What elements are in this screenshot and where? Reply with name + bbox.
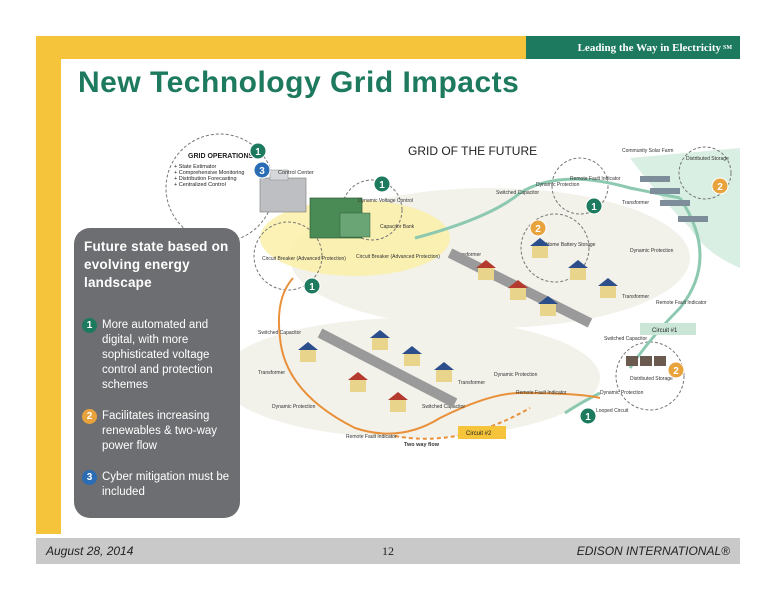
grid-operations-item-2: + Comprehensive Monitoring bbox=[174, 170, 244, 176]
dynamic-protection-top-label: Dynamic Protection bbox=[536, 182, 580, 188]
tagline-text: Leading the Way in Electricity bbox=[577, 41, 721, 54]
badge-2-home-battery: 2 bbox=[529, 219, 547, 237]
gold-accent-bar-top bbox=[36, 36, 526, 59]
distributed-storage-right-label: Distributed Storage bbox=[630, 376, 673, 382]
dynamic-protection-left-label: Dynamic Protection bbox=[272, 404, 316, 410]
bullet-number-1-badge: 1 bbox=[82, 318, 97, 333]
houses-bottom-cluster bbox=[298, 330, 454, 412]
transformer-top-right-label: Transformer bbox=[622, 200, 649, 206]
badge-1-fault-text: 1 bbox=[591, 202, 597, 213]
footer-brand: EDISON INTERNATIONAL® bbox=[576, 544, 730, 558]
callout-bullet-3: 3 Cyber mitigation must be included bbox=[82, 470, 230, 500]
badge-1-grid-ops-text: 1 bbox=[255, 147, 261, 158]
circuit-2-box bbox=[458, 426, 506, 439]
looped-circuit-label: Looped Circuit bbox=[596, 408, 629, 414]
capacitor-bank-label: Capacitor Bank bbox=[380, 224, 415, 230]
dynamic-protection-right-label: Dynamic Protection bbox=[600, 390, 644, 396]
substation-block-2 bbox=[339, 212, 371, 238]
callout-bullet-2: 2 Facilitates increasing renewables & tw… bbox=[82, 409, 230, 454]
control-center-building-tower bbox=[269, 169, 289, 181]
bullet-number-3-badge: 3 bbox=[82, 470, 97, 485]
fault-indicator-zoom-circle bbox=[551, 157, 609, 215]
switched-capacitor-top-label: Switched Capacitor bbox=[496, 190, 539, 196]
badge-1-breaker: 1 bbox=[303, 277, 321, 295]
green-distribution-line-right bbox=[628, 197, 702, 369]
control-center-building bbox=[259, 177, 307, 213]
green-distribution-line bbox=[414, 177, 681, 240]
slide-title: New Technology Grid Impacts bbox=[78, 66, 520, 99]
footer-date: August 28, 2014 bbox=[46, 544, 134, 558]
dynamic-protection-bottom-label: Dynamic Protection bbox=[494, 372, 538, 378]
badge-2-right-storage: 2 bbox=[667, 361, 685, 379]
distributed-storage-zoom-circle bbox=[678, 146, 732, 200]
grid-operations-item-1: + State Estimator bbox=[174, 164, 217, 170]
badge-1-voltage: 1 bbox=[373, 175, 391, 193]
storage-right-zoom-circle bbox=[615, 341, 685, 411]
footer-bar: August 28, 2014 12 EDISON INTERNATIONAL® bbox=[36, 538, 740, 564]
badge-3-grid-ops-text: 3 bbox=[259, 166, 265, 177]
orange-circuit-line bbox=[277, 277, 601, 435]
road-bottom bbox=[317, 328, 458, 408]
switched-capacitor-bottom-label: Switched Capacitor bbox=[422, 404, 465, 410]
transformer-right-label: Transformer bbox=[622, 294, 649, 300]
circuit-1-label: Circuit #1 bbox=[652, 328, 678, 334]
grid-operations-item-4: + Centralized Control bbox=[174, 182, 226, 188]
badge-2-solar-storage-text: 2 bbox=[717, 182, 723, 193]
dynamic-protection-mid-label: Dynamic Protection bbox=[630, 248, 674, 254]
bullet-3-text: Cyber mitigation must be included bbox=[102, 471, 230, 498]
transformer-bottom-label: Transformer bbox=[458, 380, 485, 386]
badge-2-home-battery-text: 2 bbox=[535, 224, 541, 235]
circuit-breaker-left-label: Circuit Breaker (Advanced Protection) bbox=[262, 256, 346, 262]
transformer-left-label: Transformer bbox=[258, 370, 285, 376]
bullet-2-text: Facilitates increasing renewables & two-… bbox=[102, 410, 218, 452]
two-way-flow-label: Two way flow bbox=[404, 442, 440, 448]
community-solar-farm-label: Community Solar Farm bbox=[622, 148, 673, 154]
grid-operations-item-3: + Distribution Forecasting bbox=[174, 176, 237, 182]
bullet-1-text: More automated and digital, with more so… bbox=[102, 319, 213, 391]
bullet-number-2-badge: 2 bbox=[82, 409, 97, 424]
circuit-2-label: Circuit #2 bbox=[466, 431, 492, 437]
grid-of-the-future-diagram: GRID OPERATIONS + State Estimator + Comp… bbox=[165, 133, 740, 448]
switched-capacitor-right-label: Switched Capacitor bbox=[604, 336, 647, 342]
badge-1-grid-ops: 1 bbox=[249, 142, 267, 160]
gold-accent-bar-left bbox=[36, 36, 61, 534]
badge-1-looped: 1 bbox=[579, 407, 597, 425]
badge-1-fault: 1 bbox=[585, 197, 603, 215]
badge-2-solar-storage: 2 bbox=[711, 177, 729, 195]
distributed-storage-top-label: Distributed Storage bbox=[686, 156, 729, 162]
home-battery-zoom-circle bbox=[520, 213, 590, 283]
control-center-label: Control Center bbox=[278, 170, 314, 176]
circuit-1-box bbox=[640, 323, 696, 335]
badge-2-right-storage-text: 2 bbox=[673, 366, 679, 377]
solar-farm-panels bbox=[640, 176, 708, 222]
green-distribution-line-return bbox=[564, 391, 601, 415]
dynamic-voltage-control-label: Dynamic Voltage Control bbox=[358, 198, 413, 204]
badge-3-grid-ops: 3 bbox=[253, 161, 271, 179]
remote-fault-indicator-bottom-label: Remote Fault Indicator bbox=[516, 390, 567, 396]
badge-1-voltage-text: 1 bbox=[379, 180, 385, 191]
distributed-storage-units bbox=[626, 356, 666, 366]
callout-title: Future state based on evolving energy la… bbox=[84, 239, 229, 290]
grid-of-the-future-heading: GRID OF THE FUTURE bbox=[408, 144, 537, 158]
badge-1-breaker-text: 1 bbox=[309, 282, 315, 293]
circuit-breaker-zoom-circle bbox=[253, 221, 323, 291]
callout-bullet-1: 1 More automated and digital, with more … bbox=[82, 318, 230, 393]
transformer-mid-label: Transformer bbox=[454, 252, 481, 258]
future-state-callout: Future state based on evolving energy la… bbox=[74, 228, 240, 518]
circuit-breaker-right-label: Circuit Breaker (Advanced Protection) bbox=[356, 254, 440, 260]
voltage-control-zoom-circle bbox=[341, 179, 403, 241]
home-battery-storage-label: Home Battery Storage bbox=[546, 242, 596, 248]
grid-operations-title: GRID OPERATIONS bbox=[188, 153, 254, 160]
houses-top-cluster bbox=[476, 238, 618, 316]
badge-1-looped-text: 1 bbox=[585, 412, 591, 423]
remote-fault-indicator-right-label: Remote Fault Indicator bbox=[656, 300, 707, 306]
remote-fault-indicator-top-label: Remote Fault Indicator bbox=[570, 176, 621, 182]
remote-fault-indicator-low-label: Remote Fault Indicator bbox=[346, 434, 397, 440]
switched-capacitor-left-label: Switched Capacitor bbox=[258, 330, 301, 336]
service-mark: SM bbox=[723, 44, 732, 51]
page-number: 12 bbox=[382, 544, 394, 558]
